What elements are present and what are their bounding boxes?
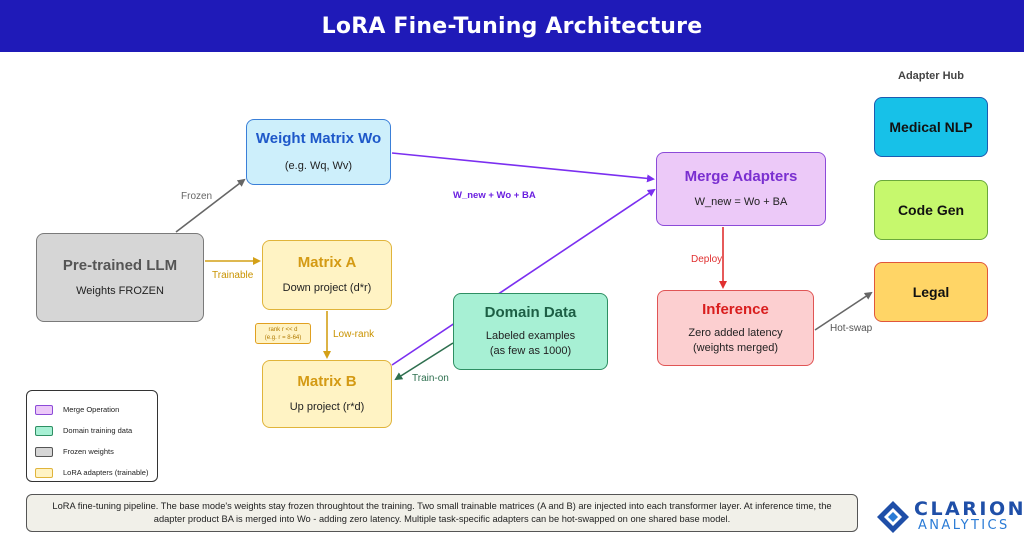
node-merge-adapters: Merge Adapters W_new = Wo + BA xyxy=(656,152,826,226)
logo-word-analytics: ANALYTICS xyxy=(918,518,1010,533)
node-line1: Zero added latency xyxy=(688,326,783,339)
legend-label: Merge Operation xyxy=(63,405,120,414)
node-subtitle: (e.g. Wq, Wv) xyxy=(284,160,353,172)
node-title: Inference xyxy=(702,300,769,318)
edge-frozen xyxy=(175,178,246,233)
node-title: Weight Matrix Wo xyxy=(255,130,382,147)
adapter-hub-title: Adapter Hub xyxy=(898,70,964,82)
legend-label: LoRA adapters (trainable) xyxy=(63,468,149,477)
node-line1: Labeled examples xyxy=(485,330,576,342)
node-matrix-b: Matrix B Up project (r*d) xyxy=(262,360,392,428)
page-title: LoRA Fine-Tuning Architecture xyxy=(321,13,703,39)
node-line2: (as few as 1000) xyxy=(489,345,572,357)
clarion-logo: CLARION ANALYTICS xyxy=(876,497,1024,537)
adapter-legal: Legal xyxy=(874,262,988,322)
rank-note-line2: (e.g. r = 8-64) xyxy=(264,335,302,341)
legend-label: Frozen weights xyxy=(63,447,114,456)
edge-label-trainable: Trainable xyxy=(212,270,254,281)
rank-note-line1: rank r << d xyxy=(268,327,298,333)
logo-diamond-icon xyxy=(877,501,909,533)
node-title: Domain Data xyxy=(484,304,577,321)
legend-item-merge: Merge Operation xyxy=(35,399,157,420)
legend-label: Domain training data xyxy=(63,426,133,435)
node-inference: Inference Zero added latency (weights me… xyxy=(657,290,814,366)
header-bar: LoRA Fine-Tuning Architecture xyxy=(0,0,1024,52)
legend: Merge Operation Domain training data Fro… xyxy=(26,390,158,482)
node-subtitle: Up project (r*d) xyxy=(289,401,365,413)
adapter-medical-nlp: Medical NLP xyxy=(874,97,988,157)
node-weight-matrix-wo: Weight Matrix Wo (e.g. Wq, Wv) xyxy=(246,119,391,185)
node-line2: (weights merged) xyxy=(693,341,778,354)
legend-swatch xyxy=(35,425,53,436)
rank-note: rank r << d (e.g. r = 8-64) xyxy=(255,323,311,344)
node-matrix-a: Matrix A Down project (d*r) xyxy=(262,240,392,310)
node-subtitle: W_new = Wo + BA xyxy=(694,196,788,208)
node-subtitle: Down project (d*r) xyxy=(282,282,372,294)
legend-item-lora: LoRA adapters (trainable) xyxy=(35,462,157,483)
node-title: Matrix B xyxy=(297,373,357,390)
node-title: Pre-trained LLM xyxy=(62,256,178,274)
legend-item-frozen: Frozen weights xyxy=(35,441,157,462)
edge-wo-to-merge xyxy=(391,152,655,183)
edge-label-frozen: Frozen xyxy=(181,191,213,202)
legend-item-domain: Domain training data xyxy=(35,420,157,441)
edge-label-low-rank: Low-rank xyxy=(333,329,375,340)
edge-label-train-on: Train-on xyxy=(412,373,449,384)
node-title: Matrix A xyxy=(297,254,357,271)
legend-swatch xyxy=(35,404,53,415)
node-pretrained-llm: Pre-trained LLM Weights FROZEN xyxy=(36,233,204,322)
edge-label-merge-formula: W_new + Wo + BA xyxy=(453,190,536,201)
legend-swatch xyxy=(35,446,53,457)
caption-footer: LoRA fine-tuning pipeline. The base mode… xyxy=(26,494,858,532)
adapter-code-gen: Code Gen xyxy=(874,180,988,240)
node-title: Merge Adapters xyxy=(684,168,798,185)
edge-label-hot-swap: Hot-swap xyxy=(830,323,873,334)
edge-label-deploy: Deploy xyxy=(691,254,723,265)
legend-swatch xyxy=(35,467,53,478)
node-domain-data: Domain Data Labeled examples (as few as … xyxy=(453,293,608,370)
logo-word-clarion: CLARION xyxy=(914,498,1024,520)
node-subtitle: Weights FROZEN xyxy=(76,284,164,297)
